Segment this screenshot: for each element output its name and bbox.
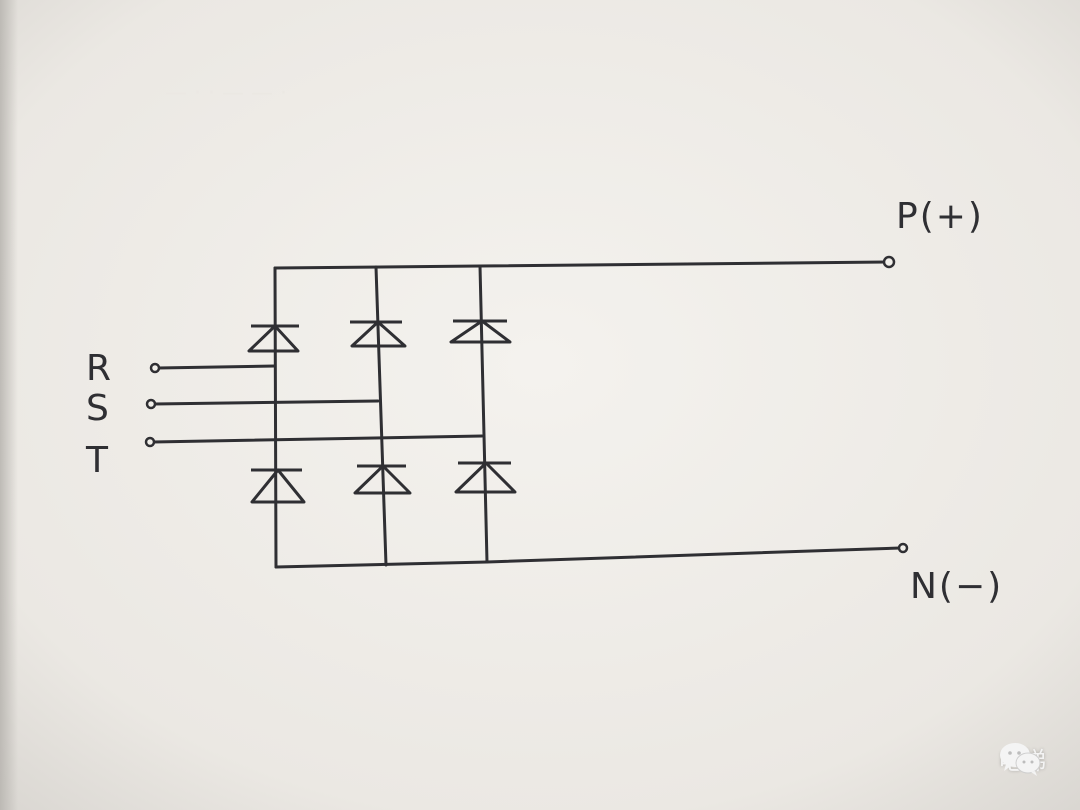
terminal-t: [144, 436, 156, 448]
wechat-icon: [1000, 743, 1041, 776]
label-negative: N(−): [910, 566, 1003, 607]
wire-s: [152, 399, 380, 406]
terminal-positive: [882, 255, 896, 269]
label-s: S: [86, 388, 109, 429]
paper-edge-shadow: [0, 0, 18, 810]
leg-t: [478, 264, 489, 564]
wire-r: [156, 364, 277, 370]
diode-lower-t: [454, 461, 517, 494]
diode-lower-s: [353, 464, 412, 495]
watermark: 电梯: [998, 741, 1046, 776]
leg-s: [374, 265, 388, 567]
diode-upper-r: [247, 324, 300, 353]
label-t: T: [85, 440, 109, 481]
wire-t: [151, 434, 484, 444]
label-r: R: [86, 348, 111, 389]
terminal-r: [149, 362, 161, 374]
show-through-text: — · · — — ·: [165, 81, 287, 106]
leg-r: [273, 266, 278, 569]
diode-upper-t: [449, 319, 512, 344]
diode-lower-r: [250, 468, 306, 504]
circuit-wires: [151, 260, 902, 569]
terminal-s: [145, 398, 157, 410]
terminal-group: [144, 255, 909, 554]
diode-upper-s: [350, 320, 407, 348]
label-positive: P(+): [896, 196, 984, 237]
diode-group: [247, 319, 517, 504]
terminal-negative: [897, 542, 909, 554]
